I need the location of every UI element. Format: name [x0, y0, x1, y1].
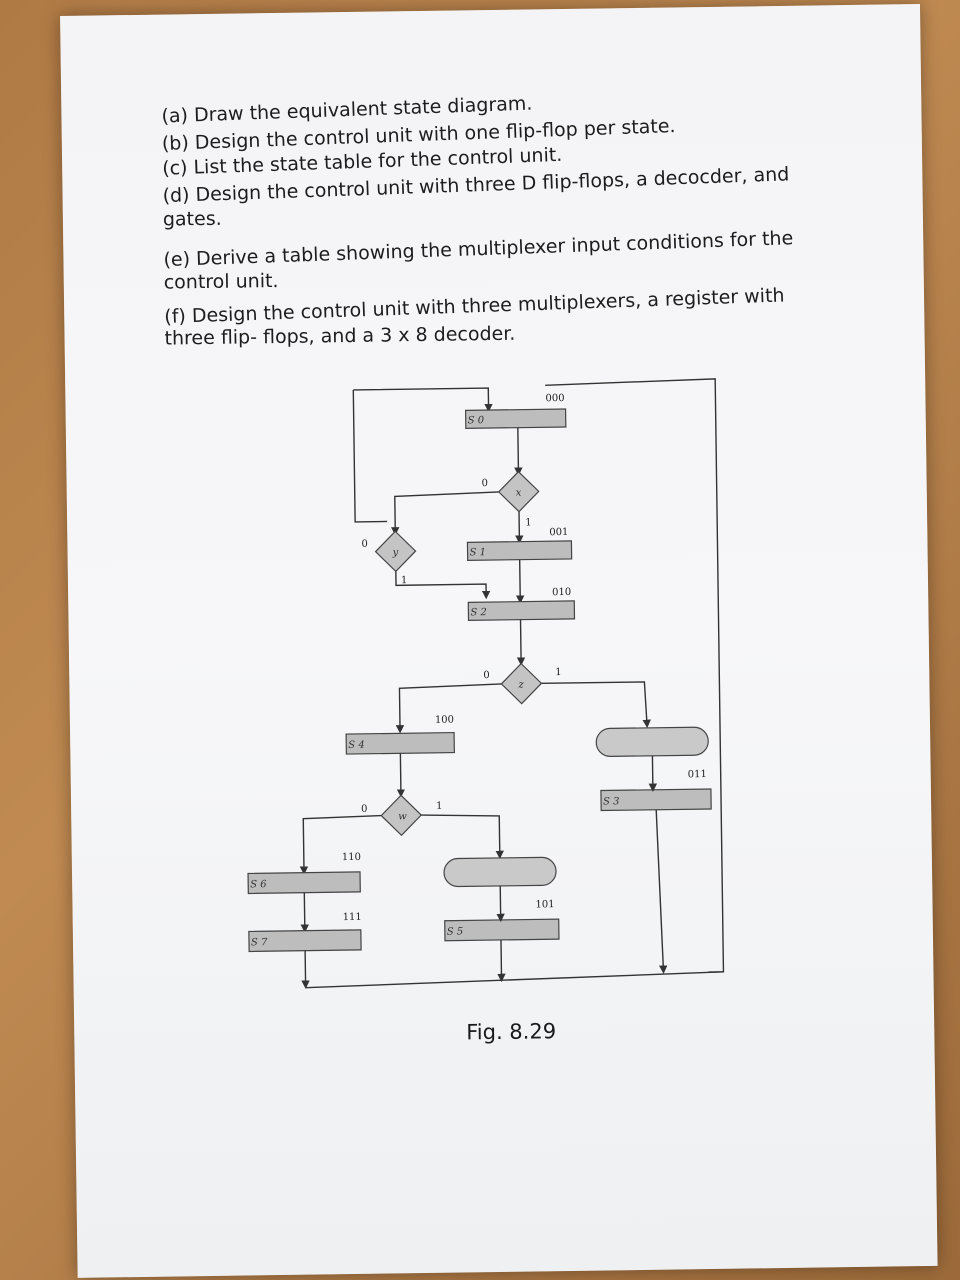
loop-line-left: [353, 389, 387, 521]
arrow-z1-s3: [541, 682, 647, 725]
state-s4-label: S 4: [348, 740, 365, 751]
loop-line-bottom: [305, 972, 723, 988]
paper-sheet: (a) Draw the equivalent state diagram. (…: [60, 4, 938, 1278]
decision-z-zero: 0: [483, 670, 490, 681]
decision-y-label: y: [391, 547, 398, 558]
arrow-x0-y: [395, 492, 500, 531]
decision-z-label: z: [517, 680, 524, 691]
decision-x-zero: 0: [482, 478, 489, 489]
arrow-s6-s7: [304, 893, 305, 929]
state-s7-label: S 7: [251, 937, 268, 948]
state-s7-code: 111: [343, 912, 362, 923]
asm-chart: S 0 000 x 0 1 y 0 1 S 1 001 S 2 010 z 0 …: [60, 4, 934, 1016]
state-s5-code: 101: [535, 899, 554, 910]
state-s5-label: S 5: [447, 926, 464, 937]
arrow-s3-loop: [656, 810, 663, 970]
state-s3-code: 011: [688, 769, 707, 780]
state-s3-output-pill: [596, 727, 708, 757]
state-s4-code: 100: [435, 715, 454, 726]
state-s1-label: S 1: [470, 547, 487, 558]
arrow-y1-s2: [396, 570, 486, 596]
arrow-s4-w: [400, 753, 401, 793]
state-s3-label: S 3: [603, 796, 620, 807]
decision-y-zero: 0: [361, 539, 368, 550]
arrow-s1-s2: [520, 560, 521, 600]
state-s6-label: S 6: [250, 879, 267, 890]
arrow-s2-z: [521, 620, 522, 662]
arrow-s5-loop: [501, 940, 502, 978]
state-s2-label: S 2: [470, 607, 487, 618]
decision-x-label: x: [516, 488, 522, 499]
loop-line-right: [545, 379, 723, 974]
loop-to-s0: [353, 388, 488, 410]
state-s0-code: 000: [545, 393, 564, 404]
decision-z-one: 1: [555, 667, 562, 678]
figure-caption: Fig. 8.29: [466, 1019, 556, 1044]
decision-w-zero: 0: [361, 804, 368, 815]
state-s0-label: S 0: [468, 415, 485, 426]
state-s6-code: 110: [342, 852, 361, 863]
arrow-s0-x: [518, 428, 519, 472]
decision-w-label: w: [398, 811, 407, 822]
state-s2-code: 010: [552, 587, 571, 598]
decision-x-one: 1: [525, 517, 532, 528]
state-s1-code: 001: [549, 527, 568, 538]
state-s5-output-pill: [444, 857, 556, 887]
arrow-w1-s5: [421, 814, 500, 856]
decision-w-one: 1: [436, 801, 443, 812]
